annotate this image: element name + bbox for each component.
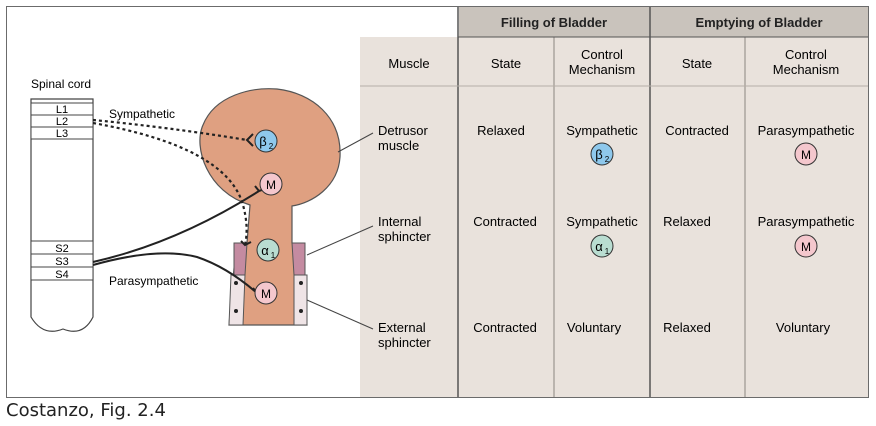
external-sphincter-left <box>228 274 246 326</box>
cell-empty-control: Parasympathetic <box>758 214 855 229</box>
cell-empty-state: Relaxed <box>663 320 711 335</box>
column-header-fill-state: State <box>491 56 521 71</box>
cell-empty-state: Contracted <box>665 123 729 138</box>
alpha1-receptor-badge: α 1 <box>256 238 280 262</box>
row-muscle-external-sphincter: sphincter <box>378 335 431 350</box>
svg-text:β: β <box>259 134 266 149</box>
row-muscle-detrusor: muscle <box>378 138 419 153</box>
column-header-empty-control: Mechanism <box>773 62 839 77</box>
table-group-header-background <box>459 7 868 37</box>
leader-line-external-sphincter <box>306 299 374 330</box>
parasympathetic-nerve-to-external-sphincter <box>92 252 258 294</box>
figure-svg: Filling of Bladder Emptying of Bladder M… <box>30 7 868 397</box>
segment-l2: L2 <box>56 116 68 128</box>
cell-empty-control: Voluntary <box>776 320 831 335</box>
segment-s4: S4 <box>55 269 68 281</box>
table-background <box>360 37 868 397</box>
figure-caption: Costanzo, Fig. 2.4 <box>6 400 166 421</box>
svg-text:M: M <box>266 178 276 192</box>
segment-l3: L3 <box>56 128 68 140</box>
group-header-filling: Filling of Bladder <box>501 15 607 30</box>
svg-text:α: α <box>261 243 269 258</box>
column-header-muscle: Muscle <box>388 56 429 71</box>
svg-text:M: M <box>801 240 811 254</box>
parasympathetic-nerve-to-detrusor <box>92 190 260 263</box>
sacral-segments <box>30 240 94 281</box>
svg-text:2: 2 <box>605 155 610 164</box>
row-muscle-internal-sphincter: Internal <box>378 214 421 229</box>
bladder <box>199 88 341 326</box>
beta2-receptor-badge: β 2 <box>254 129 278 153</box>
spinal-cord-label: Spinal cord <box>31 77 91 91</box>
external-sphincter-right <box>293 274 308 326</box>
cell-fill-state: Contracted <box>473 320 537 335</box>
m-receptor-badge: M <box>794 234 818 258</box>
column-header-fill-control: Mechanism <box>569 62 635 77</box>
segment-s3: S3 <box>55 256 68 268</box>
m-receptor-badge: M <box>259 172 283 196</box>
svg-text:α: α <box>595 239 603 254</box>
row-muscle-internal-sphincter: sphincter <box>378 229 431 244</box>
cell-fill-state: Relaxed <box>477 123 525 138</box>
segment-s2: S2 <box>55 243 68 255</box>
column-header-fill-control: Control <box>581 47 623 62</box>
svg-text:2: 2 <box>269 142 274 151</box>
sympathetic-label: Sympathetic <box>109 107 175 121</box>
row-muscle-external-sphincter: External <box>378 320 426 335</box>
m-receptor-badge: M <box>794 142 818 166</box>
parasympathetic-label: Parasympathetic <box>109 274 198 288</box>
beta2-receptor-badge: β 2 <box>590 142 614 166</box>
leader-line-internal-sphincter <box>306 225 374 256</box>
svg-text:1: 1 <box>605 247 610 256</box>
column-header-empty-state: State <box>682 56 712 71</box>
svg-text:1: 1 <box>271 251 276 260</box>
leader-line-detrusor <box>337 132 374 153</box>
cell-empty-state: Relaxed <box>663 214 711 229</box>
internal-sphincter-right <box>291 242 306 276</box>
internal-sphincter-left <box>233 242 248 276</box>
m-receptor-badge: M <box>254 281 278 305</box>
svg-text:M: M <box>261 287 271 301</box>
svg-text:β: β <box>595 147 602 162</box>
column-header-empty-control: Control <box>785 47 827 62</box>
segment-l1: L1 <box>56 104 68 116</box>
alpha1-receptor-badge: α 1 <box>590 234 614 258</box>
cell-fill-state: Contracted <box>473 214 537 229</box>
cell-empty-control: Parasympathetic <box>758 123 855 138</box>
lumbar-segments <box>30 102 94 140</box>
group-header-emptying: Emptying of Bladder <box>695 15 822 30</box>
svg-text:M: M <box>801 148 811 162</box>
cell-fill-control: Sympathetic <box>566 123 638 138</box>
row-muscle-detrusor: Detrusor <box>378 123 429 138</box>
cell-fill-control: Sympathetic <box>566 214 638 229</box>
cell-fill-control: Voluntary <box>567 320 622 335</box>
bladder-innervation-figure: Filling of Bladder Emptying of Bladder M… <box>6 6 869 398</box>
